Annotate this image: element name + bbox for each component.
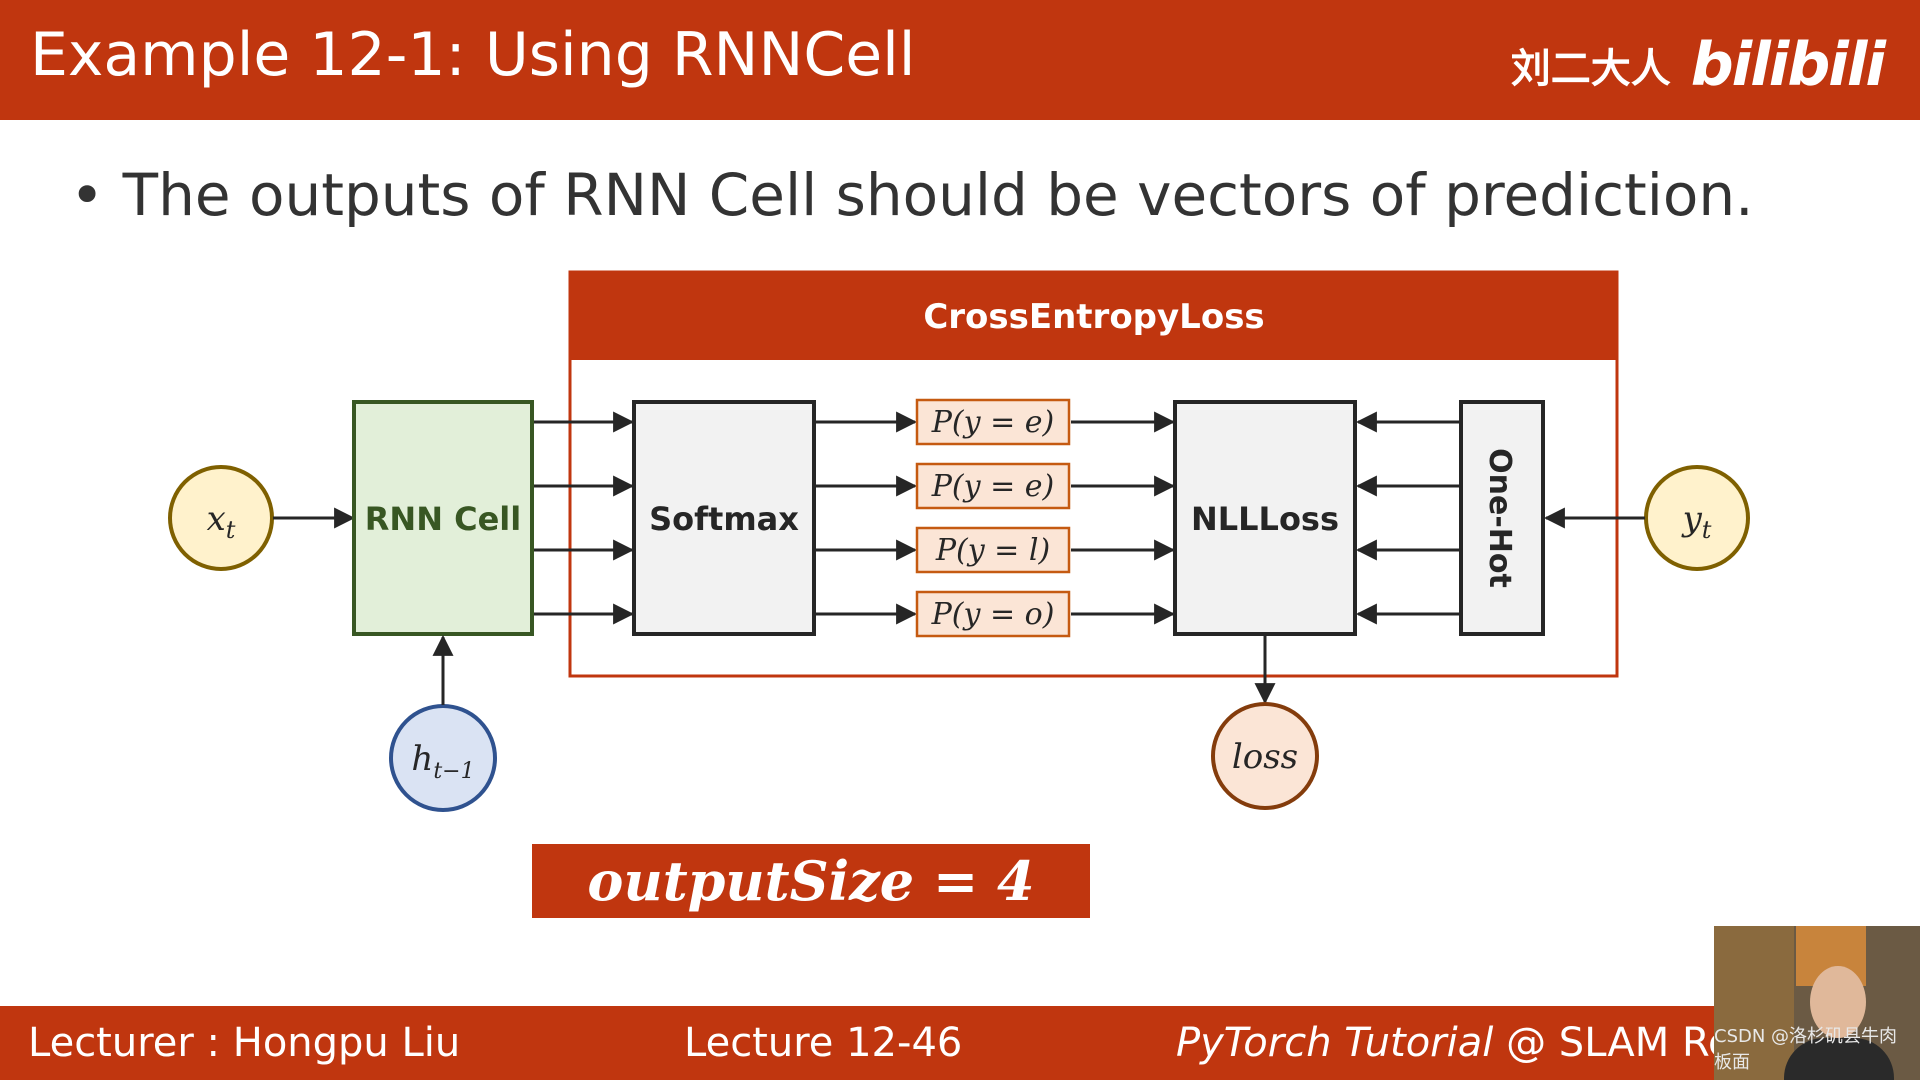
prob-label-3: P(y = l) (935, 533, 1050, 568)
csdn-watermark: CSDN @洛杉矶县牛肉板面 (1714, 1026, 1898, 1073)
webcam-person-head (1810, 966, 1866, 1038)
lecturer-webcam: CSDN @洛杉矶县牛肉板面 (1714, 926, 1920, 1080)
softmax-label: Softmax (649, 500, 799, 538)
target-y-node (1644, 465, 1750, 571)
webcam-person-body (1784, 1038, 1894, 1080)
onehot-label: One-Hot (1482, 448, 1517, 588)
rnn-cell-box (352, 400, 534, 636)
brand-author: 刘二大人 (1510, 46, 1671, 92)
input-x-label: xt (207, 499, 236, 544)
prob-label-4: P(y = o) (931, 597, 1055, 632)
prob-label-2: P(y = e) (931, 469, 1055, 504)
onehot-box (1459, 400, 1545, 636)
prob-box-1 (915, 398, 1071, 446)
input-x-node (168, 465, 274, 571)
cross-entropy-title-bar (570, 272, 1617, 360)
nllloss-box (1173, 400, 1357, 636)
slide-header: Example 12-1: Using RNNCell 刘二大人 bilibil… (0, 0, 1920, 120)
bilibili-logo: bilibili (1690, 30, 1886, 100)
hidden-h-node (389, 704, 497, 812)
target-y-label: yt (1681, 499, 1712, 544)
prob-box-3 (915, 526, 1071, 574)
bullet-text: The outputs of RNN Cell should be vector… (122, 161, 1754, 229)
webcam-bookshelf (1714, 926, 1794, 1080)
cross-entropy-title: CrossEntropyLoss (923, 297, 1264, 337)
loss-node (1211, 702, 1319, 810)
footer-course: PyTorch Tutorial @ SLAM Resea (1176, 1020, 1803, 1066)
slide-title: Example 12-1: Using RNNCell (30, 20, 916, 90)
footer-lecturer: Lecturer : Hongpu Liu (28, 1020, 461, 1066)
rnn-cell-label: RNN Cell (365, 500, 521, 538)
loss-label: loss (1232, 737, 1298, 777)
prob-label-1: P(y = e) (931, 405, 1055, 440)
prob-box-4 (915, 590, 1071, 638)
output-size-box: outputSize = 4 (532, 844, 1090, 918)
rnn-cell-diagram: CrossEntropyLoss xt RNN Cell ht−1 Softma… (168, 270, 1750, 812)
footer-lecture-number: Lecture 12-46 (684, 1020, 963, 1066)
bullet-point: • The outputs of RNN Cell should be vect… (70, 161, 1754, 229)
prob-box-2 (915, 462, 1071, 510)
brand: 刘二大人 bilibili (1510, 30, 1886, 100)
hidden-h-label: ht−1 (411, 739, 474, 784)
softmax-box (632, 400, 816, 636)
nllloss-label: NLLLoss (1191, 500, 1339, 538)
slide-footer: Lecturer : Hongpu Liu Lecture 12-46 PyTo… (0, 1006, 1920, 1080)
